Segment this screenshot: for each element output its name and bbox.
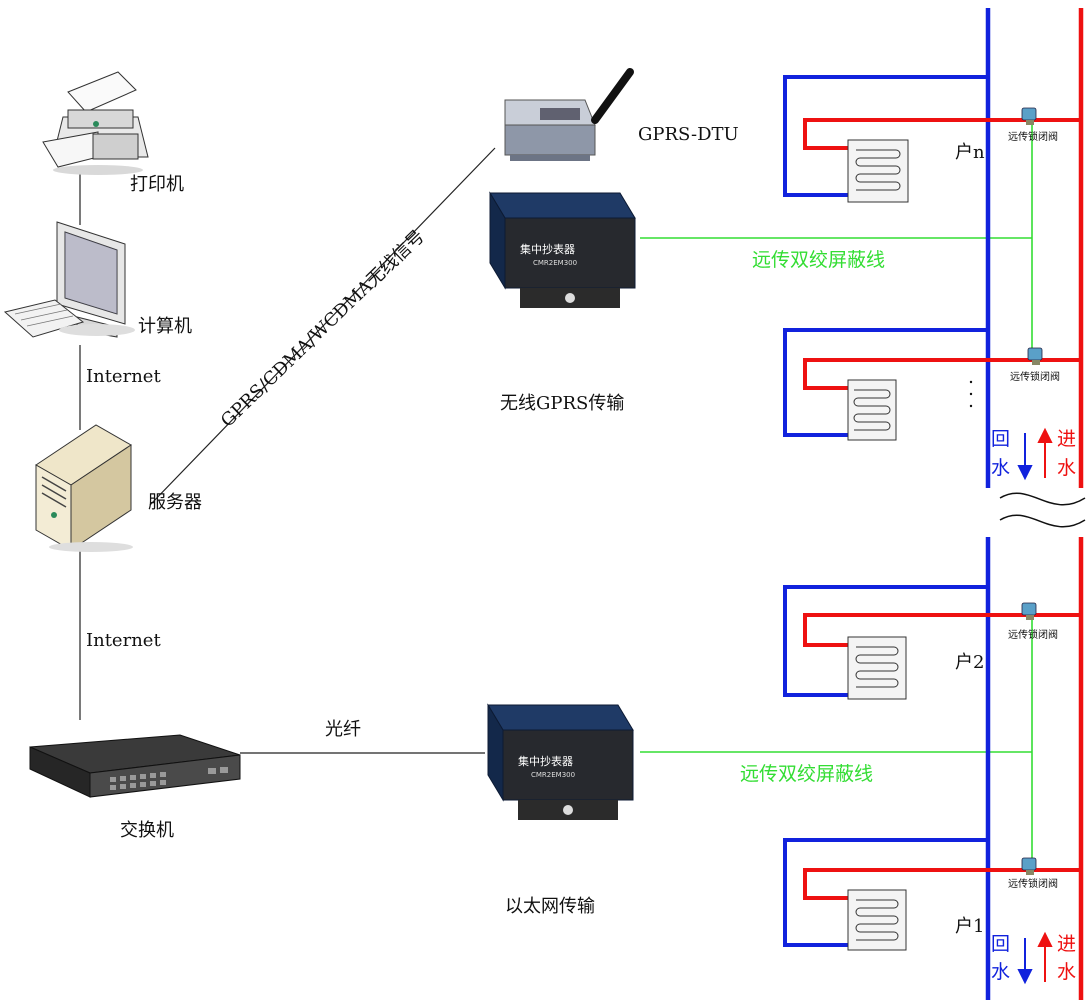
computer-label: 计算机	[138, 316, 192, 337]
collector-bottom-title: 以太网传输	[505, 896, 595, 917]
supply-flow-label-1a: 进	[1057, 428, 1076, 450]
printer-icon	[42, 71, 149, 175]
switch-icon	[29, 734, 241, 798]
supply-flow-label-1b: 水	[1057, 457, 1076, 479]
collector-top-title: 无线GPRS传输	[500, 393, 624, 414]
valve-label-1: 远传锁闭阀	[1008, 130, 1058, 143]
gprs-dtu-icon	[504, 68, 634, 161]
household-unit-2	[783, 585, 1081, 700]
collector-top-icon	[489, 191, 636, 308]
supply-flow-label-2b: 水	[1057, 961, 1076, 983]
internet-top-label: Internet	[86, 366, 161, 387]
collector-top-device-label: 集中抄表器	[520, 242, 575, 256]
collector-bottom-icon	[487, 703, 634, 820]
return-flow-label-2a: 回	[991, 933, 1010, 955]
computer-icon	[3, 221, 135, 338]
fiber-label: 光纤	[325, 719, 361, 740]
pipe-break-icon	[999, 492, 1086, 528]
return-flow-label-1a: 回	[991, 428, 1010, 450]
server-icon	[35, 424, 133, 552]
valve-label-4: 远传锁闭阀	[1008, 877, 1058, 890]
household-unit-n-1	[783, 328, 1081, 441]
cable-bottom-label: 远传双绞屏蔽线	[740, 763, 873, 785]
printer-label: 打印机	[130, 174, 184, 195]
collector-top-model: CMR2EM300	[533, 259, 577, 267]
household-label-middle: 户2	[955, 652, 984, 673]
valve-label-2: 远传锁闭阀	[1010, 370, 1060, 383]
collector-bottom-model: CMR2EM300	[531, 771, 575, 779]
valve-icon	[1021, 602, 1037, 620]
household-label-top: 户n	[955, 142, 985, 163]
backbone-lines	[79, 147, 496, 754]
valve-label-3: 远传锁闭阀	[1008, 628, 1058, 641]
wireless-signal-label: GPRS/CDMA/WCDMA无线信号	[217, 226, 429, 432]
signal-lines	[640, 120, 1033, 865]
return-flow-label-1b: 水	[991, 457, 1010, 479]
switch-label: 交换机	[120, 820, 174, 841]
household-ellipsis	[969, 380, 973, 408]
cable-top-label: 远传双绞屏蔽线	[752, 249, 885, 271]
household-unit-1	[783, 838, 1081, 951]
valve-icon	[1021, 107, 1037, 125]
supply-arrow-icon	[1037, 931, 1053, 982]
supply-arrow-icon	[1037, 427, 1053, 478]
supply-flow-label-2a: 进	[1057, 933, 1076, 955]
gprs-dtu-label: GPRS-DTU	[638, 124, 739, 145]
household-label-bottom: 户1	[955, 916, 984, 937]
return-flow-label-2b: 水	[991, 961, 1010, 983]
internet-bottom-label: Internet	[86, 630, 161, 651]
valve-icon	[1021, 857, 1037, 875]
server-label: 服务器	[148, 492, 202, 513]
valve-icon	[1027, 347, 1043, 365]
return-arrow-icon	[1017, 938, 1033, 985]
household-unit-n	[783, 75, 1081, 203]
collector-bottom-device-label: 集中抄表器	[518, 754, 573, 768]
return-arrow-icon	[1017, 433, 1033, 481]
